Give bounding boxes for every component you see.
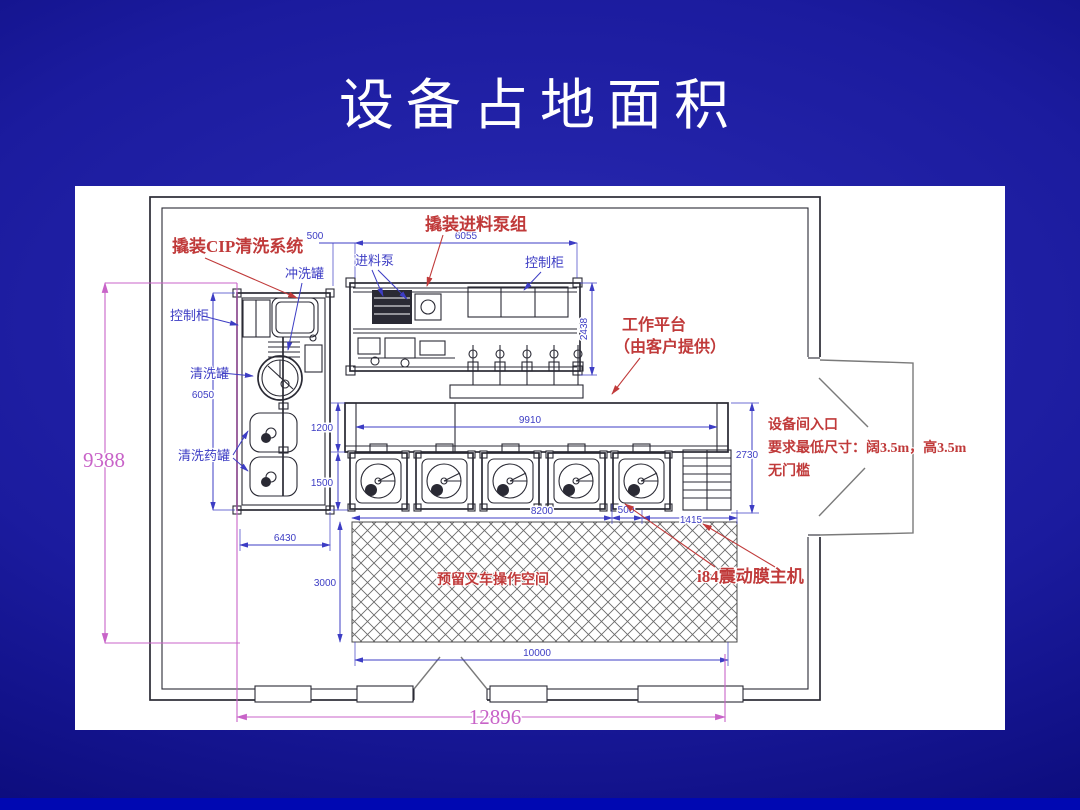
label-forklift-space: 预留叉车操作空间 bbox=[437, 571, 549, 588]
dim-right-gap: 1415 bbox=[680, 515, 703, 526]
entrance-door bbox=[818, 359, 914, 536]
membrane-modules bbox=[347, 443, 673, 512]
dim-total-width: 12896 bbox=[469, 705, 522, 729]
page-title: 设备占地面积 bbox=[338, 75, 741, 136]
dim-pump-skid-width: 6055 bbox=[455, 231, 478, 242]
label-entrance-1: 设备间入口 bbox=[768, 416, 838, 433]
label-cleaning-tank: 清洗罐 bbox=[190, 366, 229, 381]
dim-left-width: 6430 bbox=[274, 533, 297, 544]
labels-red: 撬装CIP清洗系统 撬装进料泵组 工作平台 （由客户提供） 设备间入口 要求最低… bbox=[171, 213, 968, 589]
feed-pump-skid bbox=[345, 277, 584, 399]
label-membrane-unit: i84震动膜主机 bbox=[697, 566, 804, 586]
label-control-cabinet-left: 控制柜 bbox=[170, 308, 209, 323]
dimensions-magenta: 9388 12896 bbox=[82, 281, 727, 730]
forklift-hatch-area bbox=[351, 521, 738, 643]
label-entrance-2: 要求最低尺寸：阔3.5m，高3.5m bbox=[768, 439, 967, 456]
dimensions-blue: 500 6055 2438 6050 1200 1500 bbox=[190, 230, 760, 666]
label-feed-pump: 进料泵 bbox=[355, 253, 394, 268]
dim-pump-skid-depth: 2438 bbox=[579, 317, 590, 340]
dim-bottom-width: 10000 bbox=[523, 648, 551, 659]
building-outline bbox=[149, 196, 827, 704]
valve-stack bbox=[467, 345, 584, 385]
label-entrance-3: 无门槛 bbox=[767, 462, 810, 479]
label-work-platform-2: （由客户提供） bbox=[614, 337, 726, 356]
dim-machine-depth: 1500 bbox=[311, 478, 334, 489]
label-control-cabinet-top: 控制柜 bbox=[525, 255, 564, 270]
dim-cip-height: 6050 bbox=[192, 390, 215, 401]
label-work-platform-1: 工作平台 bbox=[622, 315, 686, 334]
slide-bottom-accent-bar bbox=[0, 798, 1080, 810]
labels-blue: 冲洗罐 进料泵 控制柜 控制柜 清洗罐 清洗药罐 bbox=[169, 252, 565, 472]
drawing-panel: 500 6055 2438 6050 1200 1500 bbox=[75, 186, 1005, 730]
dim-machine-row-width: 8200 bbox=[531, 506, 554, 517]
dim-top-gap: 500 bbox=[307, 231, 324, 242]
label-cip-system: 撬装CIP清洗系统 bbox=[172, 236, 303, 256]
label-flush-tank: 冲洗罐 bbox=[285, 266, 324, 281]
dim-entrance-depth: 2730 bbox=[736, 450, 759, 461]
dim-total-depth: 9388 bbox=[83, 448, 125, 472]
dim-side-gap: 500 bbox=[618, 505, 635, 516]
label-feed-pump-group: 撬装进料泵组 bbox=[425, 214, 527, 234]
label-cleaning-chemical-tank: 清洗药罐 bbox=[178, 448, 230, 463]
floor-plan-drawing: 500 6055 2438 6050 1200 1500 bbox=[82, 196, 968, 730]
dim-platform-depth: 1200 bbox=[311, 423, 334, 434]
stairs bbox=[682, 449, 732, 511]
dim-forklift-depth: 3000 bbox=[314, 578, 337, 589]
dim-platform-width: 9910 bbox=[519, 415, 542, 426]
